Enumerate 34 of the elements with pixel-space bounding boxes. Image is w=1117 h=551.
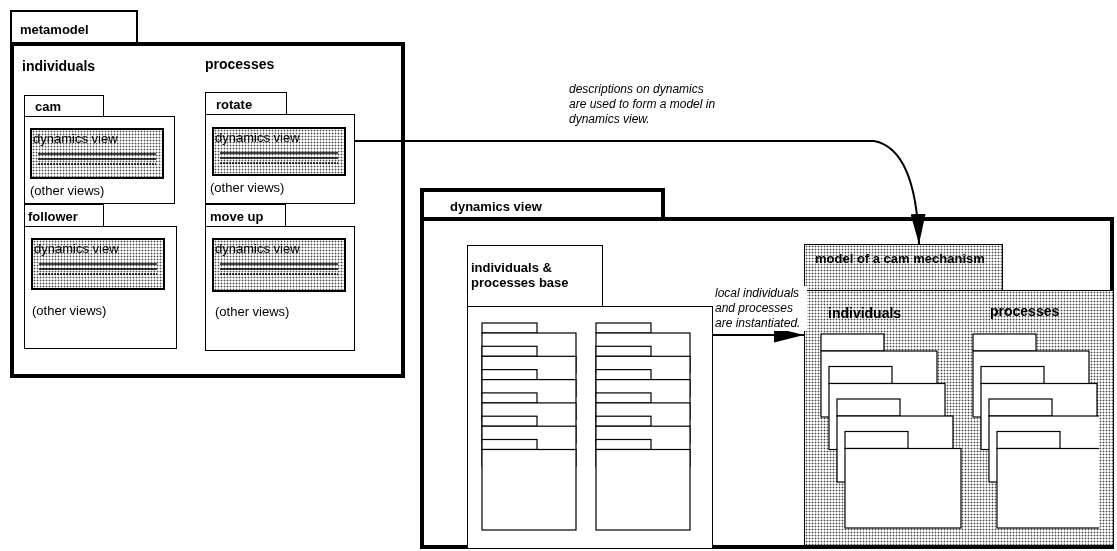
section-heading: processes bbox=[205, 56, 275, 72]
view-box bbox=[31, 238, 165, 290]
view-box bbox=[212, 127, 346, 176]
folder-text: (other views) bbox=[32, 303, 107, 318]
view-box bbox=[212, 238, 346, 292]
folder-title: rotate bbox=[216, 97, 253, 112]
folder-title: follower bbox=[28, 209, 78, 224]
arrow bbox=[354, 140, 925, 245]
folder-title: metamodel bbox=[20, 22, 89, 37]
folder-text: (other views) bbox=[30, 183, 105, 198]
edge-label: local individuals and processes are instantiated. bbox=[715, 286, 807, 331]
folder bbox=[804, 244, 1114, 546]
folder-title: move up bbox=[210, 209, 264, 224]
folder bbox=[205, 204, 355, 351]
folder-text: (other views) bbox=[215, 304, 290, 319]
folder-title: dynamics view bbox=[450, 199, 542, 214]
view-title: dynamics view bbox=[33, 131, 118, 146]
folder-title: model of a cam mechanism bbox=[815, 251, 986, 266]
folder bbox=[10, 10, 405, 378]
folder-title: cam bbox=[35, 99, 62, 114]
view-title: dynamics view bbox=[215, 241, 300, 256]
folder bbox=[420, 188, 1114, 549]
folder bbox=[467, 245, 713, 549]
view-title: dynamics view bbox=[34, 241, 119, 256]
section-heading: processes bbox=[990, 303, 1060, 319]
folder-title: individuals & processes base bbox=[471, 260, 570, 290]
section-heading: individuals bbox=[828, 305, 902, 321]
folder-text: (other views) bbox=[210, 180, 285, 195]
folder bbox=[24, 204, 177, 349]
folder bbox=[205, 92, 355, 204]
view-title: dynamics view bbox=[215, 130, 300, 145]
section-heading: individuals bbox=[22, 58, 96, 74]
folder bbox=[24, 95, 175, 204]
view-box bbox=[30, 128, 164, 179]
